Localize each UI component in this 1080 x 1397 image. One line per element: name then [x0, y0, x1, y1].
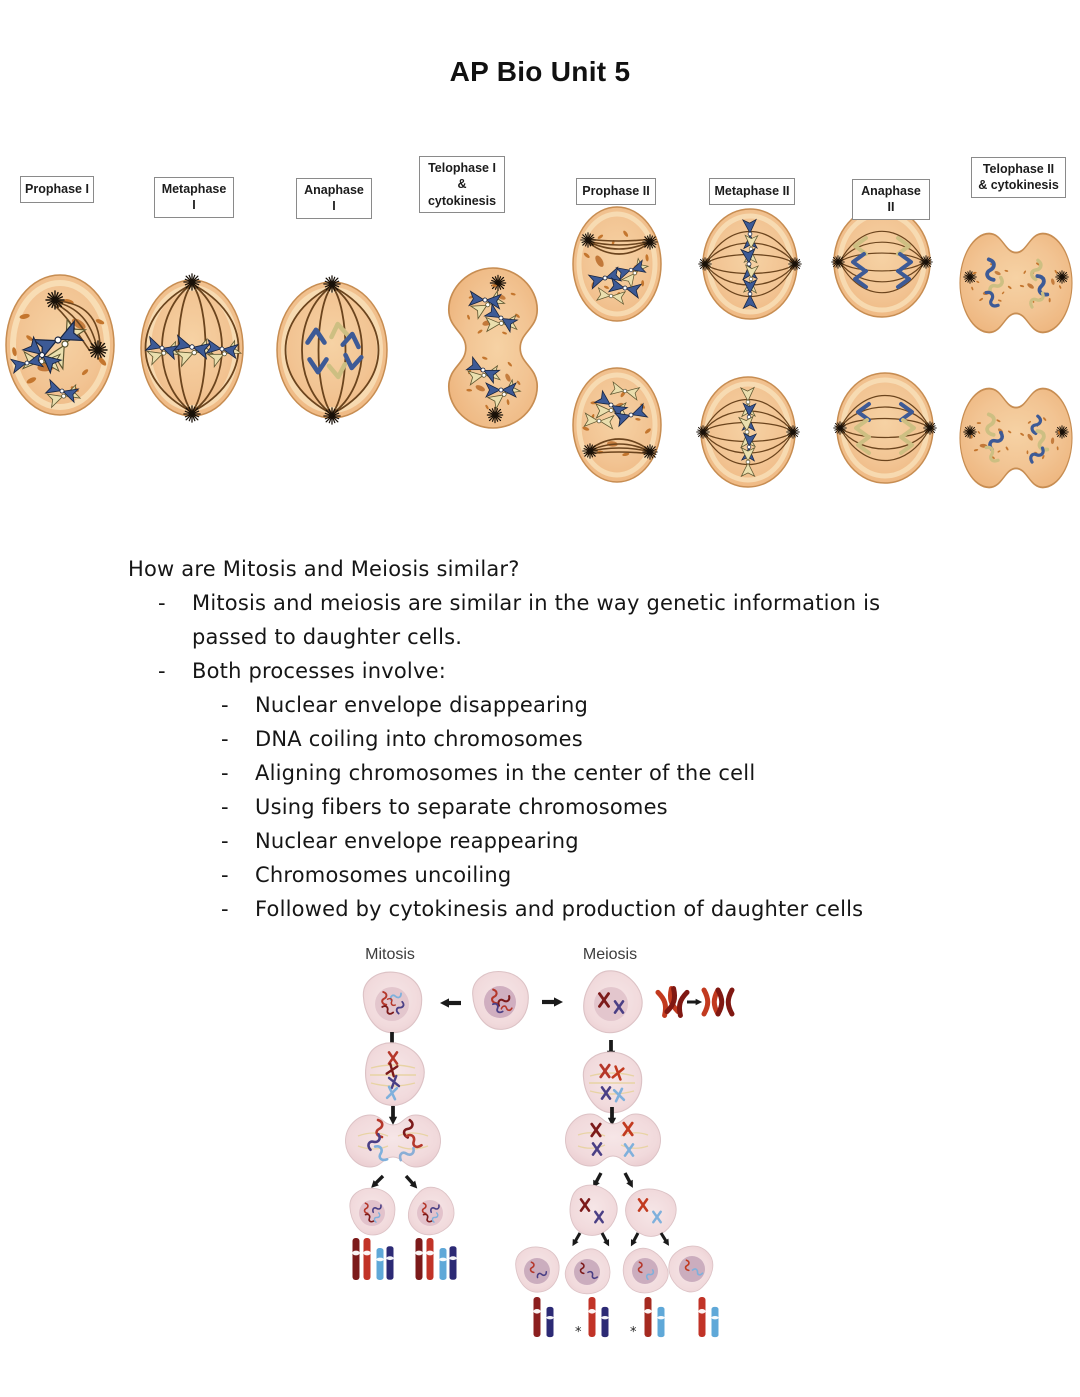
- metaphase-1-cell-illustration: [140, 271, 244, 425]
- meiosis-2-daughter-cell: [659, 1236, 724, 1300]
- stage-label-anaphase-2: Anaphase II: [852, 179, 930, 220]
- mitosis-metaphase-cell: [355, 1035, 433, 1114]
- mitosis-column: [345, 971, 464, 1280]
- meiosis-2-daughter-cell: [558, 1243, 617, 1301]
- meiosis-1-daughter-cell: [561, 1178, 624, 1243]
- anaphase-2-top-cell-illustration: [830, 206, 934, 318]
- bullet-dash: -: [221, 761, 229, 785]
- bullet-dash: -: [158, 659, 166, 683]
- meiosis-chromosome-pair: [533, 1297, 554, 1338]
- telophase-2-bottom-cell-illustration: [959, 387, 1073, 489]
- meiosis-chromosome-pair: [644, 1297, 665, 1338]
- list-item: - Chromosomes uncoiling: [0, 858, 1080, 892]
- mitosis-column-label: Mitosis: [365, 946, 415, 963]
- mitosis-meiosis-comparison-figure: Mitosis Meiosis: [330, 940, 750, 1354]
- start-cell-illustration: [472, 970, 529, 1030]
- list-item-text: Aligning chromosomes in the center of th…: [255, 761, 756, 785]
- arrow-to-meiosis: [542, 997, 563, 1006]
- crossing-over-inset: [658, 989, 732, 1016]
- stage-label-prophase-1: Prophase I: [20, 176, 94, 203]
- prophase-1-cell-illustration: [5, 274, 116, 416]
- list-item: - Both processes involve:: [0, 654, 1080, 688]
- meiosis-2-daughter-cell: [616, 1241, 674, 1300]
- meiosis-chromosome-pair: [588, 1297, 609, 1338]
- meiosis-column: * *: [515, 960, 724, 1340]
- list-item-text: Nuclear envelope disappearing: [255, 693, 589, 717]
- stage-label-telophase-1: Telophase I & cytokinesis: [419, 156, 505, 213]
- bullet-dash: -: [221, 693, 229, 717]
- meiosis-prophase-cell: [569, 960, 655, 1046]
- anaphase-1-cell-illustration: [276, 273, 388, 427]
- mitosis-interphase-cell: [362, 971, 423, 1034]
- prophase-2-top-cell-illustration: [572, 206, 662, 322]
- list-item-text: Using fibers to separate chromosomes: [255, 795, 668, 819]
- comparison-canvas: * *: [345, 960, 750, 1340]
- bullet-dash: -: [221, 795, 229, 819]
- list-item: - Using fibers to separate chromosomes: [0, 790, 1080, 824]
- meiosis-1-daughter-cell: [616, 1178, 685, 1246]
- telophase-1-cell-illustration: [447, 267, 539, 429]
- meiosis-stages-figure: Prophase I Metaphase I Anaphase I Teloph…: [0, 150, 1080, 505]
- bullet-dash: -: [221, 863, 229, 887]
- mitosis-daughter-cell: [349, 1187, 396, 1236]
- stage-label-prophase-2: Prophase II: [576, 178, 656, 205]
- list-item-text: Nuclear envelope reappearing: [255, 829, 579, 853]
- recombinant-marker: *: [575, 1325, 582, 1340]
- meiosis-chromosome-pair: [698, 1297, 719, 1338]
- mitosis-chromosome-set: [352, 1238, 394, 1280]
- recombinant-marker: *: [630, 1325, 637, 1340]
- notes-question: How are Mitosis and Meiosis similar?: [128, 557, 520, 581]
- meiosis-stages-canvas: [5, 206, 1073, 489]
- bullet-dash: -: [221, 897, 229, 921]
- meiosis-metaphase-cell: [582, 1051, 643, 1114]
- list-item-text: Mitosis and meiosis are similar in the w…: [192, 591, 881, 649]
- stage-label-telophase-2: Telophase II & cytokinesis: [971, 157, 1066, 198]
- list-item: - Followed by cytokinesis and production…: [0, 892, 1080, 926]
- bullet-dash: -: [221, 829, 229, 853]
- list-item: - Aligning chromosomes in the center of …: [0, 756, 1080, 790]
- arrow-to-mitosis: [440, 998, 461, 1007]
- list-item-text: Followed by cytokinesis and production o…: [255, 897, 864, 921]
- stage-label-metaphase-1: Metaphase I: [154, 177, 234, 218]
- bullet-dash: -: [221, 727, 229, 751]
- list-item: - Nuclear envelope reappearing: [0, 824, 1080, 858]
- stage-label-anaphase-1: Anaphase I: [296, 178, 372, 219]
- list-item-text: Both processes involve:: [192, 659, 446, 683]
- mitosis-daughter-cell: [397, 1179, 464, 1245]
- metaphase-2-top-cell-illustration: [697, 208, 803, 320]
- telophase-2-top-cell-illustration: [959, 232, 1073, 334]
- meiosis-anaphase-1-cell: [565, 1113, 661, 1167]
- list-item-text: Chromosomes uncoiling: [255, 863, 512, 887]
- mitosis-chromosome-set: [415, 1238, 457, 1280]
- prophase-2-bottom-cell-illustration: [572, 367, 662, 483]
- list-item: - Mitosis and meiosis are similar in the…: [0, 586, 1080, 654]
- mitosis-anaphase-cell: [345, 1114, 441, 1168]
- list-item: - Nuclear envelope disappearing: [0, 688, 1080, 722]
- list-item: - DNA coiling into chromosomes: [0, 722, 1080, 756]
- meiosis-column-label: Meiosis: [582, 946, 638, 963]
- anaphase-2-bottom-cell-illustration: [832, 372, 938, 484]
- list-item-text: DNA coiling into chromosomes: [255, 727, 583, 751]
- page-title: AP Bio Unit 5: [449, 56, 631, 87]
- meiosis-2-daughter-cell: [515, 1246, 560, 1293]
- stage-label-metaphase-2: Metaphase II: [709, 178, 795, 205]
- notes-section: How are Mitosis and Meiosis similar? - M…: [0, 552, 1080, 926]
- bullet-dash: -: [158, 591, 166, 615]
- metaphase-2-bottom-cell-illustration: [695, 376, 801, 488]
